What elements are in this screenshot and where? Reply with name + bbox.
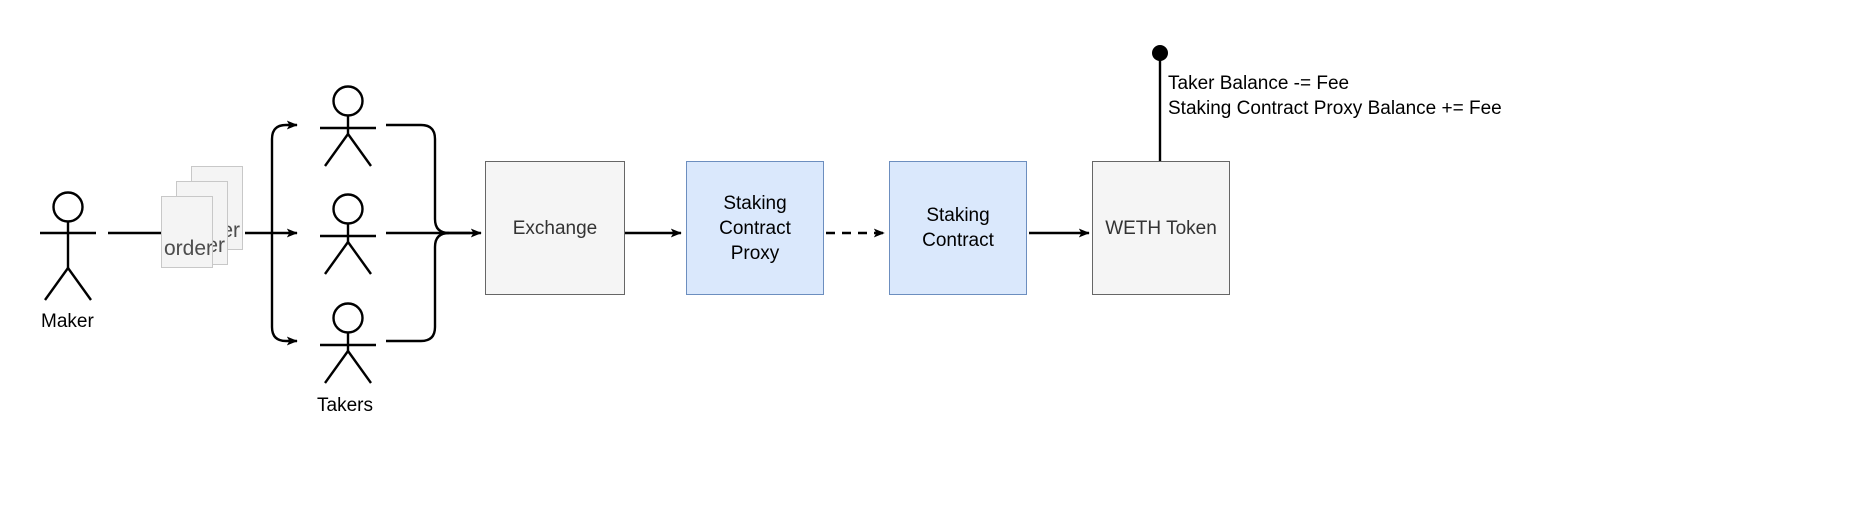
annotation-line-1: Taker Balance -= Fee [1168, 73, 1350, 94]
taker-figure-middle [320, 193, 376, 275]
annotation-line-2: Staking Contract Proxy Balance += Fee [1168, 98, 1502, 119]
node-exchange[interactable]: Exchange [485, 161, 625, 295]
taker-figure-bottom [320, 302, 376, 384]
maker-label: Maker [41, 311, 94, 332]
edge-taker-bottom-merge [386, 231, 450, 343]
maker-figure [40, 191, 96, 301]
node-staking-contract-proxy[interactable]: Staking Contract Proxy [686, 161, 824, 295]
edge-branch-taker-top [270, 120, 298, 233]
node-weth-token[interactable]: WETH Token [1092, 161, 1230, 295]
takers-label: Takers [317, 395, 373, 416]
taker-figure-top [320, 85, 376, 167]
order-card-front: order [161, 196, 213, 268]
annotation-dot [1152, 45, 1168, 61]
node-staking-contract[interactable]: Staking Contract [889, 161, 1027, 295]
edge-branch-taker-bottom [270, 233, 298, 346]
edge-taker-top-merge [386, 123, 450, 235]
